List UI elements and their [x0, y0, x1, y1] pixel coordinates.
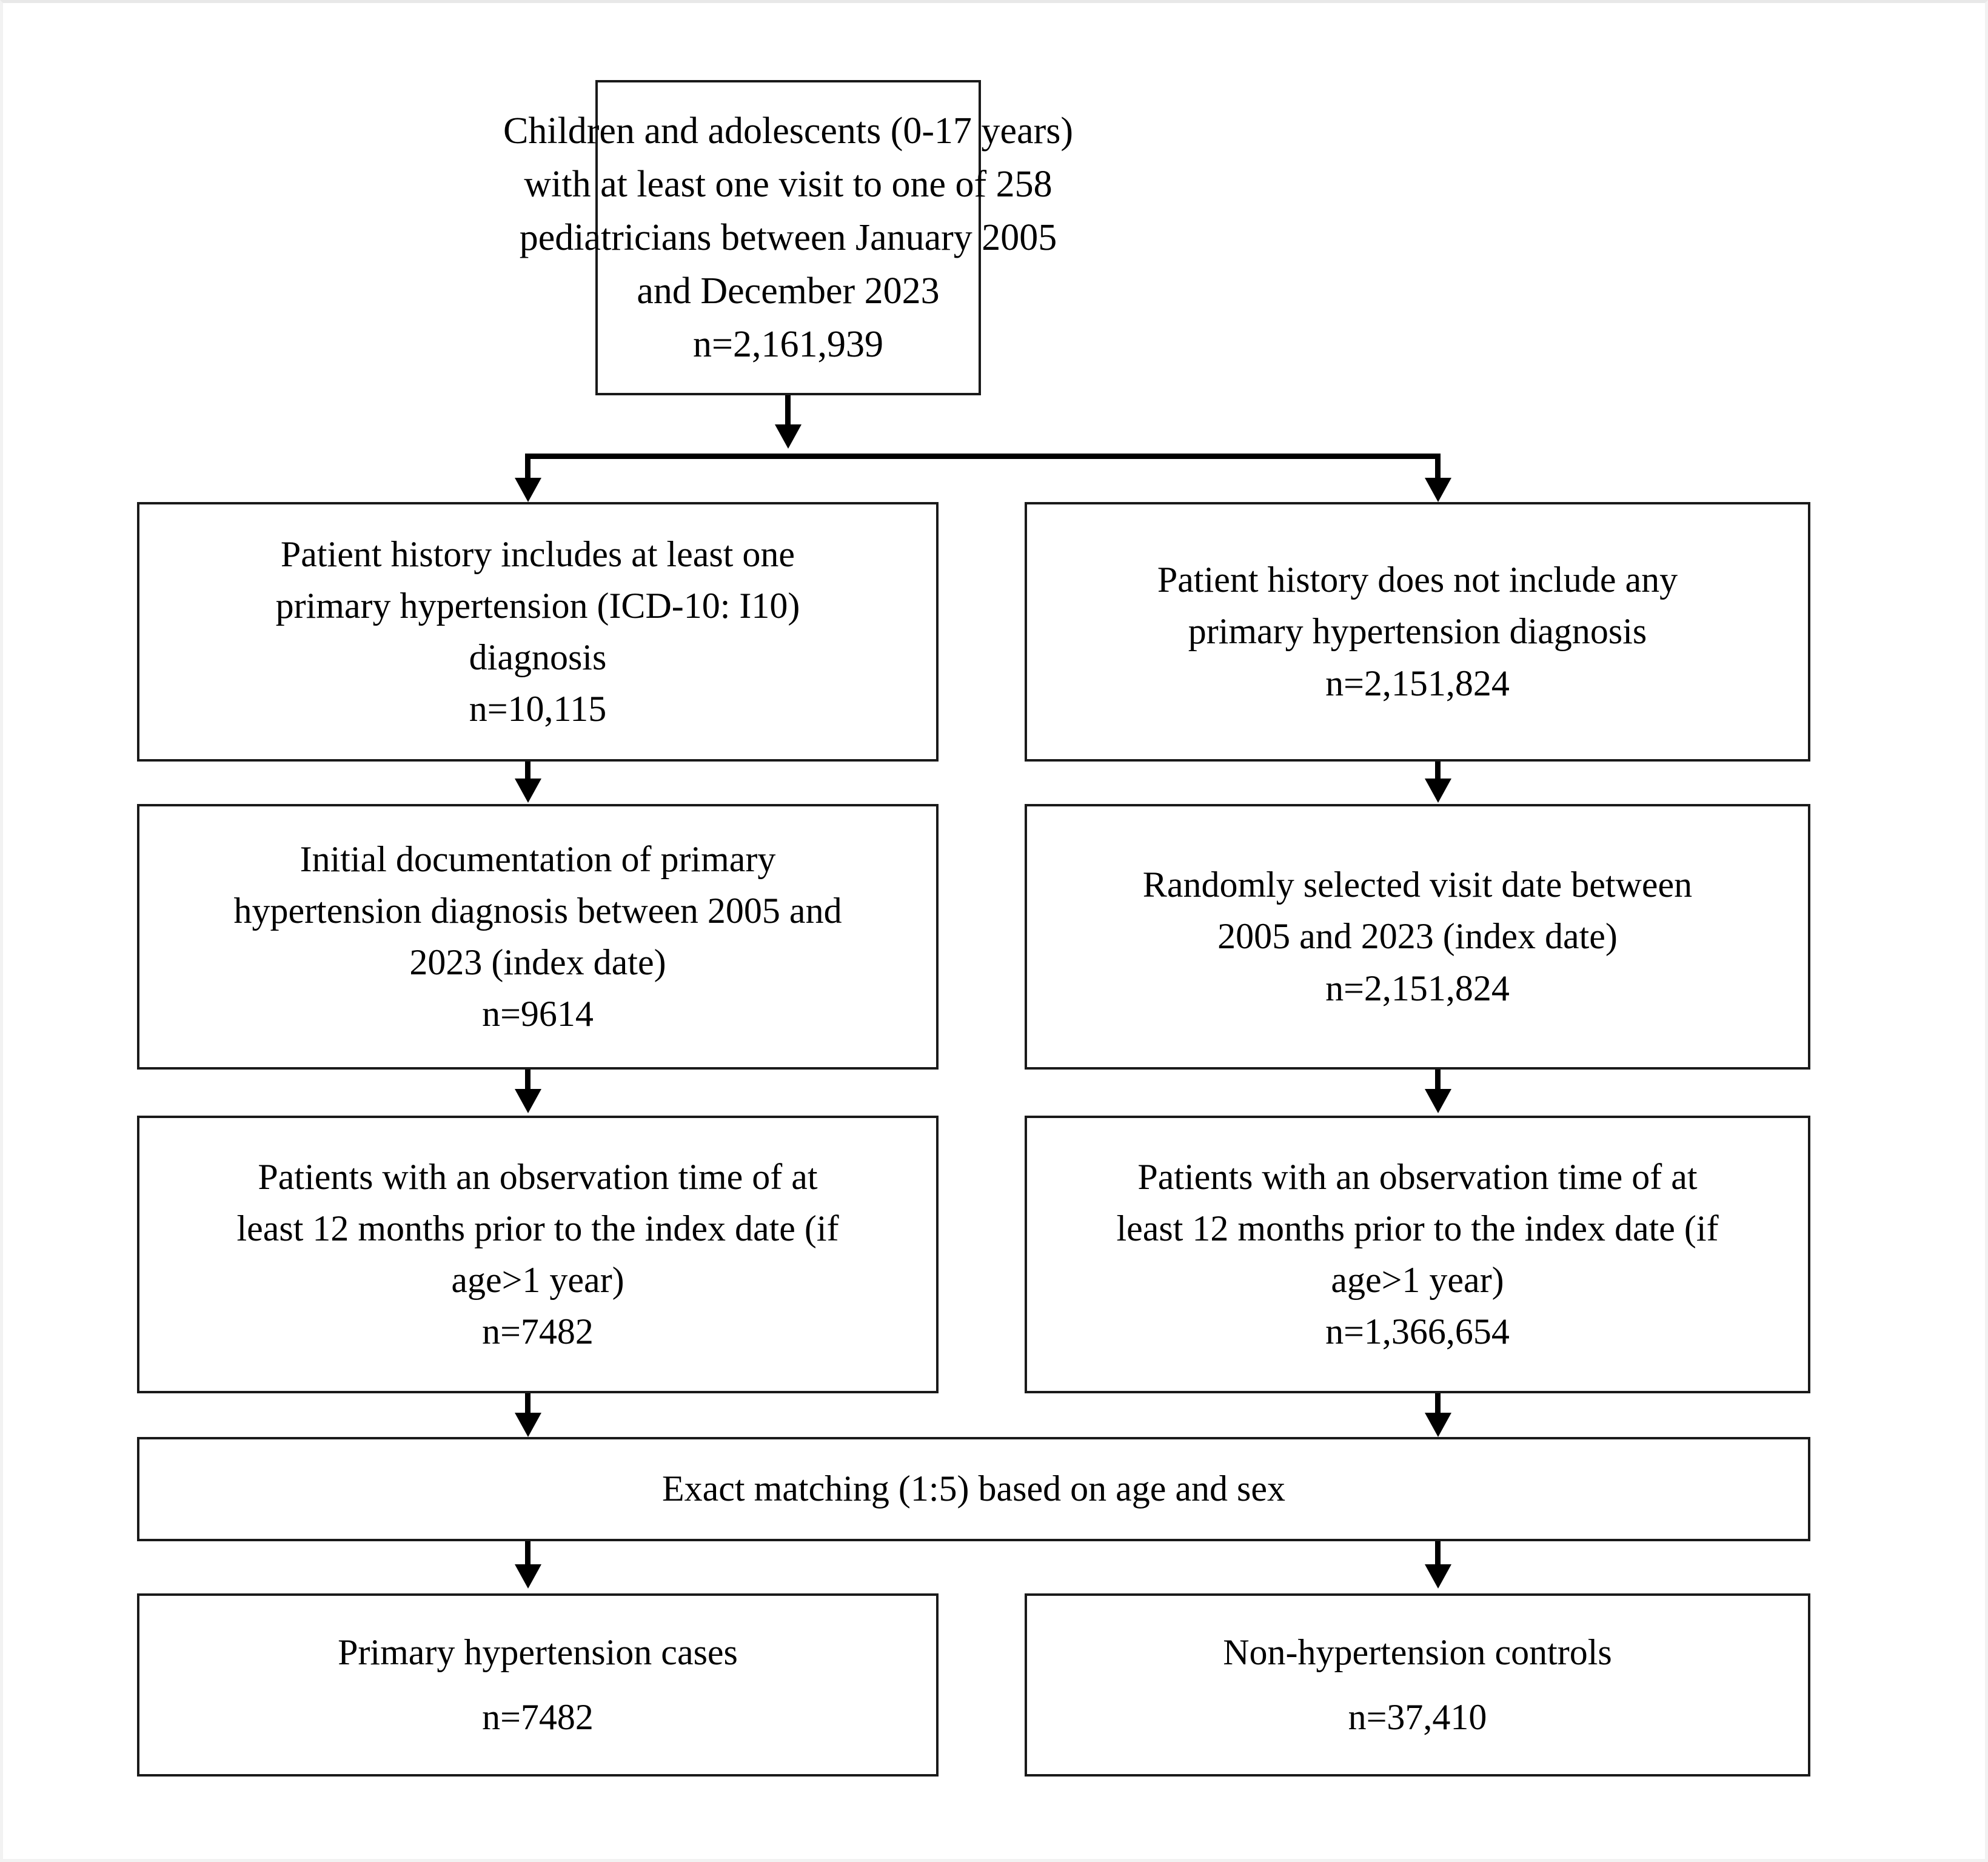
source-population-line-2: with at least one visit to one of 258 [524, 163, 1053, 205]
controls-step2-line-2: 2005 and 2023 (index date) [1217, 916, 1618, 957]
source-population-line-4: and December 2023 [637, 270, 940, 312]
connector-controls-2to3-stem [1435, 1070, 1441, 1095]
cases-step1-line-3: diagnosis [469, 637, 607, 677]
controls-step2-count: n=2,151,824 [1325, 968, 1510, 1008]
connector-source-stem [785, 395, 791, 432]
connector-controls-1to2-stem [1435, 762, 1441, 785]
cases-step2-line-1: Initial documentation of primary [300, 839, 776, 879]
controls-step2-line-1: Randomly selected visit date between [1142, 865, 1693, 905]
controls-step3-line-1: Patients with an observation time of at [1137, 1156, 1698, 1197]
connector-match-to-cases-arrowhead [515, 1564, 541, 1589]
matching-label: Exact matching (1:5) based on age and se… [662, 1469, 1285, 1509]
node-cases-step2: Initial documentation of primary hyperte… [137, 804, 939, 1070]
cases-final-count: n=7482 [482, 1697, 594, 1737]
controls-step1-count: n=2,151,824 [1325, 663, 1510, 703]
cases-step3-line-3: age>1 year) [451, 1260, 624, 1300]
source-population-line-3: pediatricians between January 2005 [519, 216, 1057, 258]
connector-split-bar [525, 454, 1441, 459]
node-cases-step3: Patients with an observation time of at … [137, 1116, 939, 1393]
cases-step2-line-3: 2023 (index date) [409, 942, 666, 982]
cases-step3-line-1: Patients with an observation time of at [258, 1156, 818, 1197]
node-source-population: Children and adolescents (0-17 years) wi… [503, 80, 1073, 395]
connector-match-to-cases-stem [525, 1541, 530, 1570]
controls-step3-line-3: age>1 year) [1331, 1260, 1504, 1300]
connector-controls-1to2-arrowhead [1425, 779, 1451, 803]
connector-split-leg-left [525, 454, 530, 485]
controls-step1-line-1: Patient history does not include any [1157, 560, 1678, 600]
node-controls-step2: Randomly selected visit date between 200… [1025, 804, 1810, 1070]
node-controls-step1: Patient history does not include any pri… [1025, 502, 1810, 762]
source-population-line-1: Children and adolescents (0-17 years) [503, 110, 1074, 152]
connector-cases-2to3-arrowhead [515, 1089, 541, 1113]
controls-step1-line-2: primary hypertension diagnosis [1188, 611, 1647, 652]
cases-step2-count: n=9614 [482, 994, 594, 1034]
connector-source-arrowhead [775, 424, 802, 449]
connector-cases-3tomatch-stem [525, 1393, 530, 1419]
node-matching: Exact matching (1:5) based on age and se… [137, 1437, 1810, 1541]
cases-step3-line-2: least 12 months prior to the index date … [236, 1208, 839, 1248]
cases-step3-count: n=7482 [482, 1311, 594, 1352]
node-controls-final: Non-hypertension controls n=37,410 [1025, 1593, 1810, 1777]
connector-split-arrowhead-left [515, 478, 541, 502]
connector-cases-1to2-arrowhead [515, 779, 541, 803]
cases-final-label: Primary hypertension cases [338, 1632, 738, 1672]
connector-match-to-controls-arrowhead [1425, 1564, 1451, 1589]
cases-step2-line-2: hypertension diagnosis between 2005 and [233, 890, 842, 931]
source-population-count: n=2,161,939 [693, 324, 883, 366]
controls-final-label: Non-hypertension controls [1223, 1632, 1612, 1672]
connector-controls-3tomatch-arrowhead [1425, 1413, 1451, 1437]
connector-cases-3tomatch-arrowhead [515, 1413, 541, 1437]
connector-split-leg-right [1435, 454, 1441, 485]
connector-cases-2to3-stem [525, 1070, 530, 1095]
cases-step1-line-2: primary hypertension (ICD-10: I10) [275, 585, 800, 626]
connector-split-arrowhead-right [1425, 478, 1451, 502]
connector-controls-3tomatch-stem [1435, 1393, 1441, 1419]
connector-match-to-controls-stem [1435, 1541, 1441, 1570]
connector-controls-2to3-arrowhead [1425, 1089, 1451, 1113]
node-controls-step3: Patients with an observation time of at … [1025, 1116, 1810, 1393]
controls-step3-line-2: least 12 months prior to the index date … [1116, 1208, 1719, 1248]
node-cases-final: Primary hypertension cases n=7482 [137, 1593, 939, 1777]
cases-step1-count: n=10,115 [469, 689, 607, 729]
node-cases-step1: Patient history includes at least one pr… [137, 502, 939, 762]
controls-final-count: n=37,410 [1348, 1697, 1487, 1737]
cases-step1-line-1: Patient history includes at least one [280, 534, 795, 574]
controls-step3-count: n=1,366,654 [1325, 1311, 1510, 1352]
connector-cases-1to2-stem [525, 762, 530, 785]
